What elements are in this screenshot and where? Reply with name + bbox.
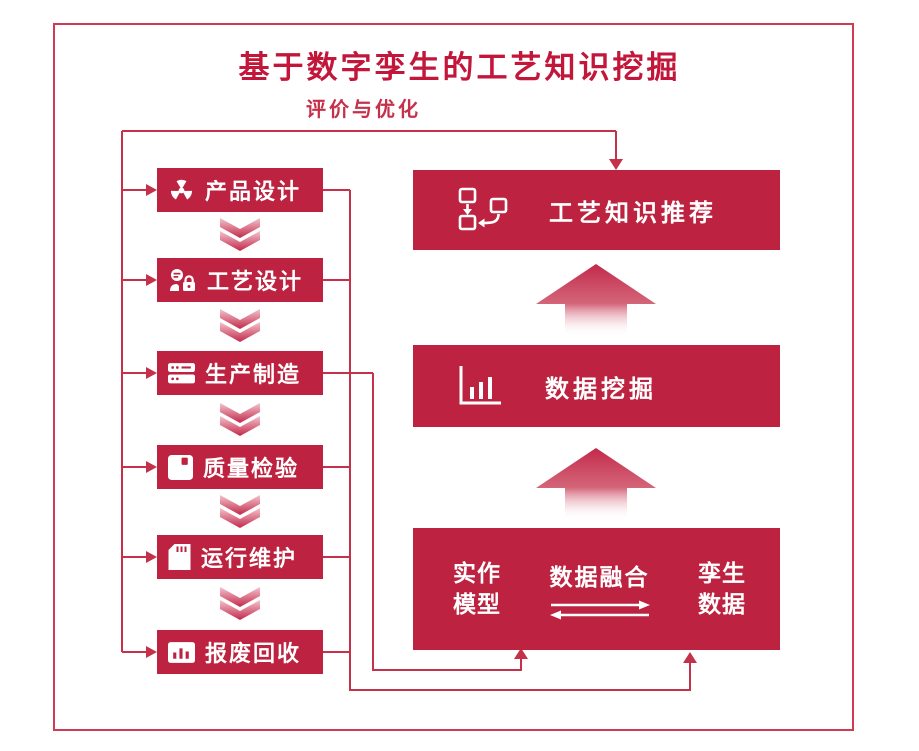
- data-fusion-label: 数据融合: [549, 563, 650, 590]
- chevron-down-icon: [220, 587, 260, 620]
- arrowhead-actual-model: [514, 648, 528, 659]
- node-data-fusion: 实作 模型 数据融合 孪生 数据: [413, 528, 780, 650]
- flow-node-label: 质量检验: [203, 456, 300, 481]
- twin-data-rail: [349, 190, 691, 691]
- arrowhead-into-recommendation: [609, 159, 623, 170]
- arrowhead-process-design: [146, 274, 157, 286]
- box-exit-lines: [323, 189, 373, 653]
- flow-node-label: 工艺设计: [207, 269, 304, 294]
- flow-node-process-design: 工艺设计: [157, 258, 323, 302]
- arrowhead-production: [146, 367, 157, 379]
- flow-node-production-manufacturing: 生产制造: [157, 351, 323, 395]
- node-label: 工艺知识推荐: [549, 199, 717, 227]
- arrowhead-twin-data: [683, 652, 697, 663]
- flow-node-label: 生产制造: [205, 362, 302, 387]
- twin-data-label: 孪生 数据: [698, 560, 746, 617]
- bar-chart-icon: [168, 641, 195, 663]
- data-fusion-center: 数据融合: [548, 558, 652, 621]
- workflow-icon: [455, 187, 513, 233]
- arrowhead-quality: [146, 461, 157, 473]
- up-arrow-icon: [536, 264, 656, 336]
- arrowhead-maintenance: [146, 551, 157, 563]
- feedback-top-line: [122, 130, 617, 161]
- floppy-disk-icon: [168, 454, 193, 480]
- feedback-label: 评价与优化: [306, 99, 421, 121]
- arrowhead-recycling: [146, 646, 157, 658]
- bidirectional-arrows-icon: [549, 600, 650, 619]
- radiation-icon: [168, 177, 195, 204]
- flow-node-operation-maintenance: 运行维护: [157, 535, 323, 579]
- server-icon: [168, 362, 195, 385]
- chevron-down-icon: [220, 218, 260, 251]
- actual-model-label: 实作 模型: [453, 560, 501, 617]
- chevron-down-icon: [220, 495, 260, 528]
- flow-node-scrap-recycling: 报废回收: [157, 630, 323, 674]
- chevron-down-icon: [220, 309, 260, 342]
- node-process-knowledge-recommendation: 工艺知识推荐: [413, 170, 780, 250]
- flow-node-quality-inspection: 质量检验: [157, 445, 323, 489]
- designer-lock-icon: [168, 267, 197, 293]
- arrowhead-product-design: [146, 184, 157, 196]
- flow-node-label: 运行维护: [201, 546, 298, 571]
- node-label: 数据挖掘: [545, 375, 657, 403]
- flow-node-label: 报废回收: [205, 641, 302, 666]
- box-entry-lines: [122, 189, 146, 653]
- chart-axis-icon: [455, 363, 505, 409]
- page-title: 基于数字孪生的工艺知识挖掘: [238, 50, 681, 85]
- flow-node-product-design: 产品设计: [157, 168, 323, 212]
- node-data-mining: 数据挖掘: [413, 345, 780, 427]
- sd-card-icon: [168, 544, 191, 570]
- up-arrow-icon: [536, 448, 656, 520]
- outer-frame: [53, 23, 854, 731]
- chevron-down-icon: [220, 403, 260, 436]
- actual-model-rail: [372, 373, 522, 671]
- flow-node-label: 产品设计: [205, 179, 302, 204]
